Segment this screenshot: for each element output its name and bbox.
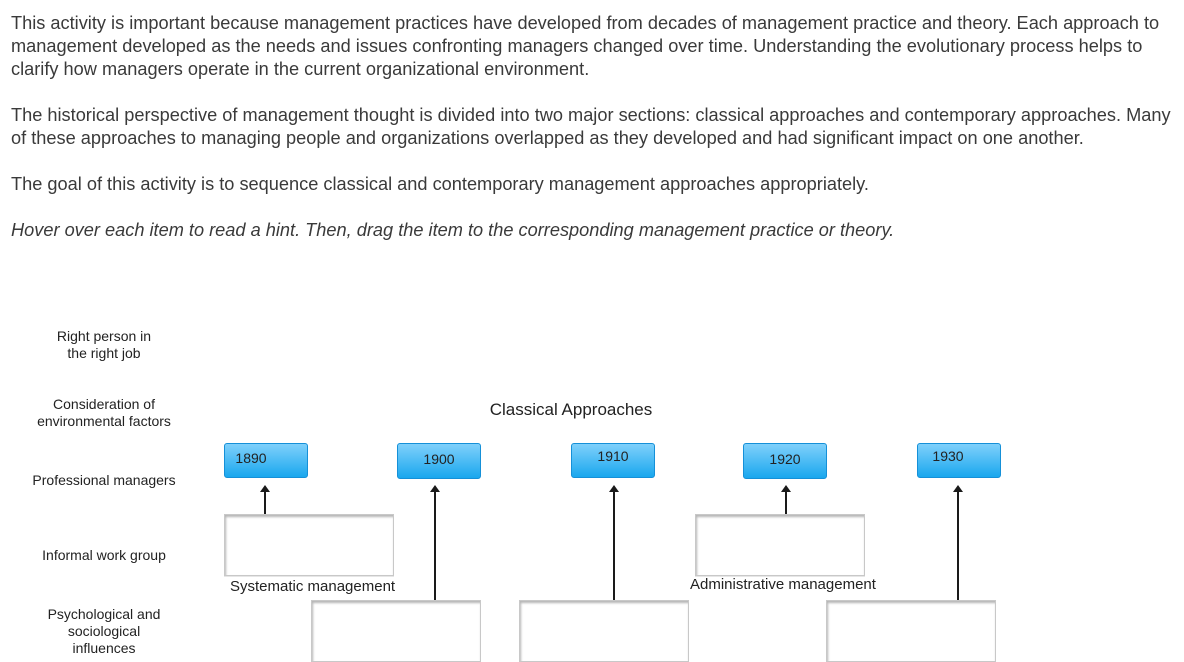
instructions: This activity is important because manag… (11, 12, 1171, 265)
year-label: 1920 (769, 451, 801, 467)
drop-target-1910[interactable] (519, 600, 689, 662)
drag-item-informal-work-group[interactable]: Informal work group (42, 547, 166, 563)
intro-paragraph-3: The goal of this activity is to sequence… (11, 174, 869, 194)
year-tab-1910[interactable]: 1910 (571, 443, 655, 478)
drag-item-right-person[interactable]: Right person in the right job (56, 328, 152, 361)
drop-target-1890[interactable] (224, 514, 394, 576)
year-tab-1930[interactable]: 1930 (917, 443, 1001, 478)
intro-hint: Hover over each item to read a hint. The… (11, 220, 895, 240)
year-label: 1900 (423, 451, 455, 467)
arrow-up-icon (609, 485, 619, 492)
intro-paragraph-1: This activity is important because manag… (11, 13, 1160, 79)
year-label: 1910 (597, 448, 629, 464)
arrow-up-icon (781, 485, 791, 492)
arrow-up-icon (260, 485, 270, 492)
label-systematic-management: Systematic management (230, 578, 396, 595)
year-label: 1890 (235, 450, 267, 466)
drop-target-1930[interactable] (826, 600, 996, 662)
year-tab-1890[interactable]: 1890 (224, 443, 308, 478)
connector-line (264, 490, 266, 514)
arrow-up-icon (430, 485, 440, 492)
connector-line (785, 490, 787, 514)
arrow-up-icon (953, 485, 963, 492)
label-administrative-management: Administrative management (690, 576, 876, 593)
drag-item-environmental-factors[interactable]: Consideration of environmental factors (37, 396, 171, 429)
section-title-classical: Classical Approaches (489, 400, 653, 419)
year-tab-1920[interactable]: 1920 (743, 443, 827, 479)
connector-line (957, 490, 959, 602)
drag-item-psychological-influences[interactable]: Psychological and sociological influence… (47, 606, 161, 656)
connector-line (613, 490, 615, 602)
drop-target-1920[interactable] (695, 514, 865, 576)
year-label: 1930 (932, 448, 964, 464)
intro-paragraph-2: The historical perspective of management… (11, 105, 1171, 148)
connector-line (434, 490, 436, 602)
drag-item-professional-managers[interactable]: Professional managers (32, 472, 176, 488)
year-tab-1900[interactable]: 1900 (397, 443, 481, 479)
drop-target-1900[interactable] (311, 600, 481, 662)
